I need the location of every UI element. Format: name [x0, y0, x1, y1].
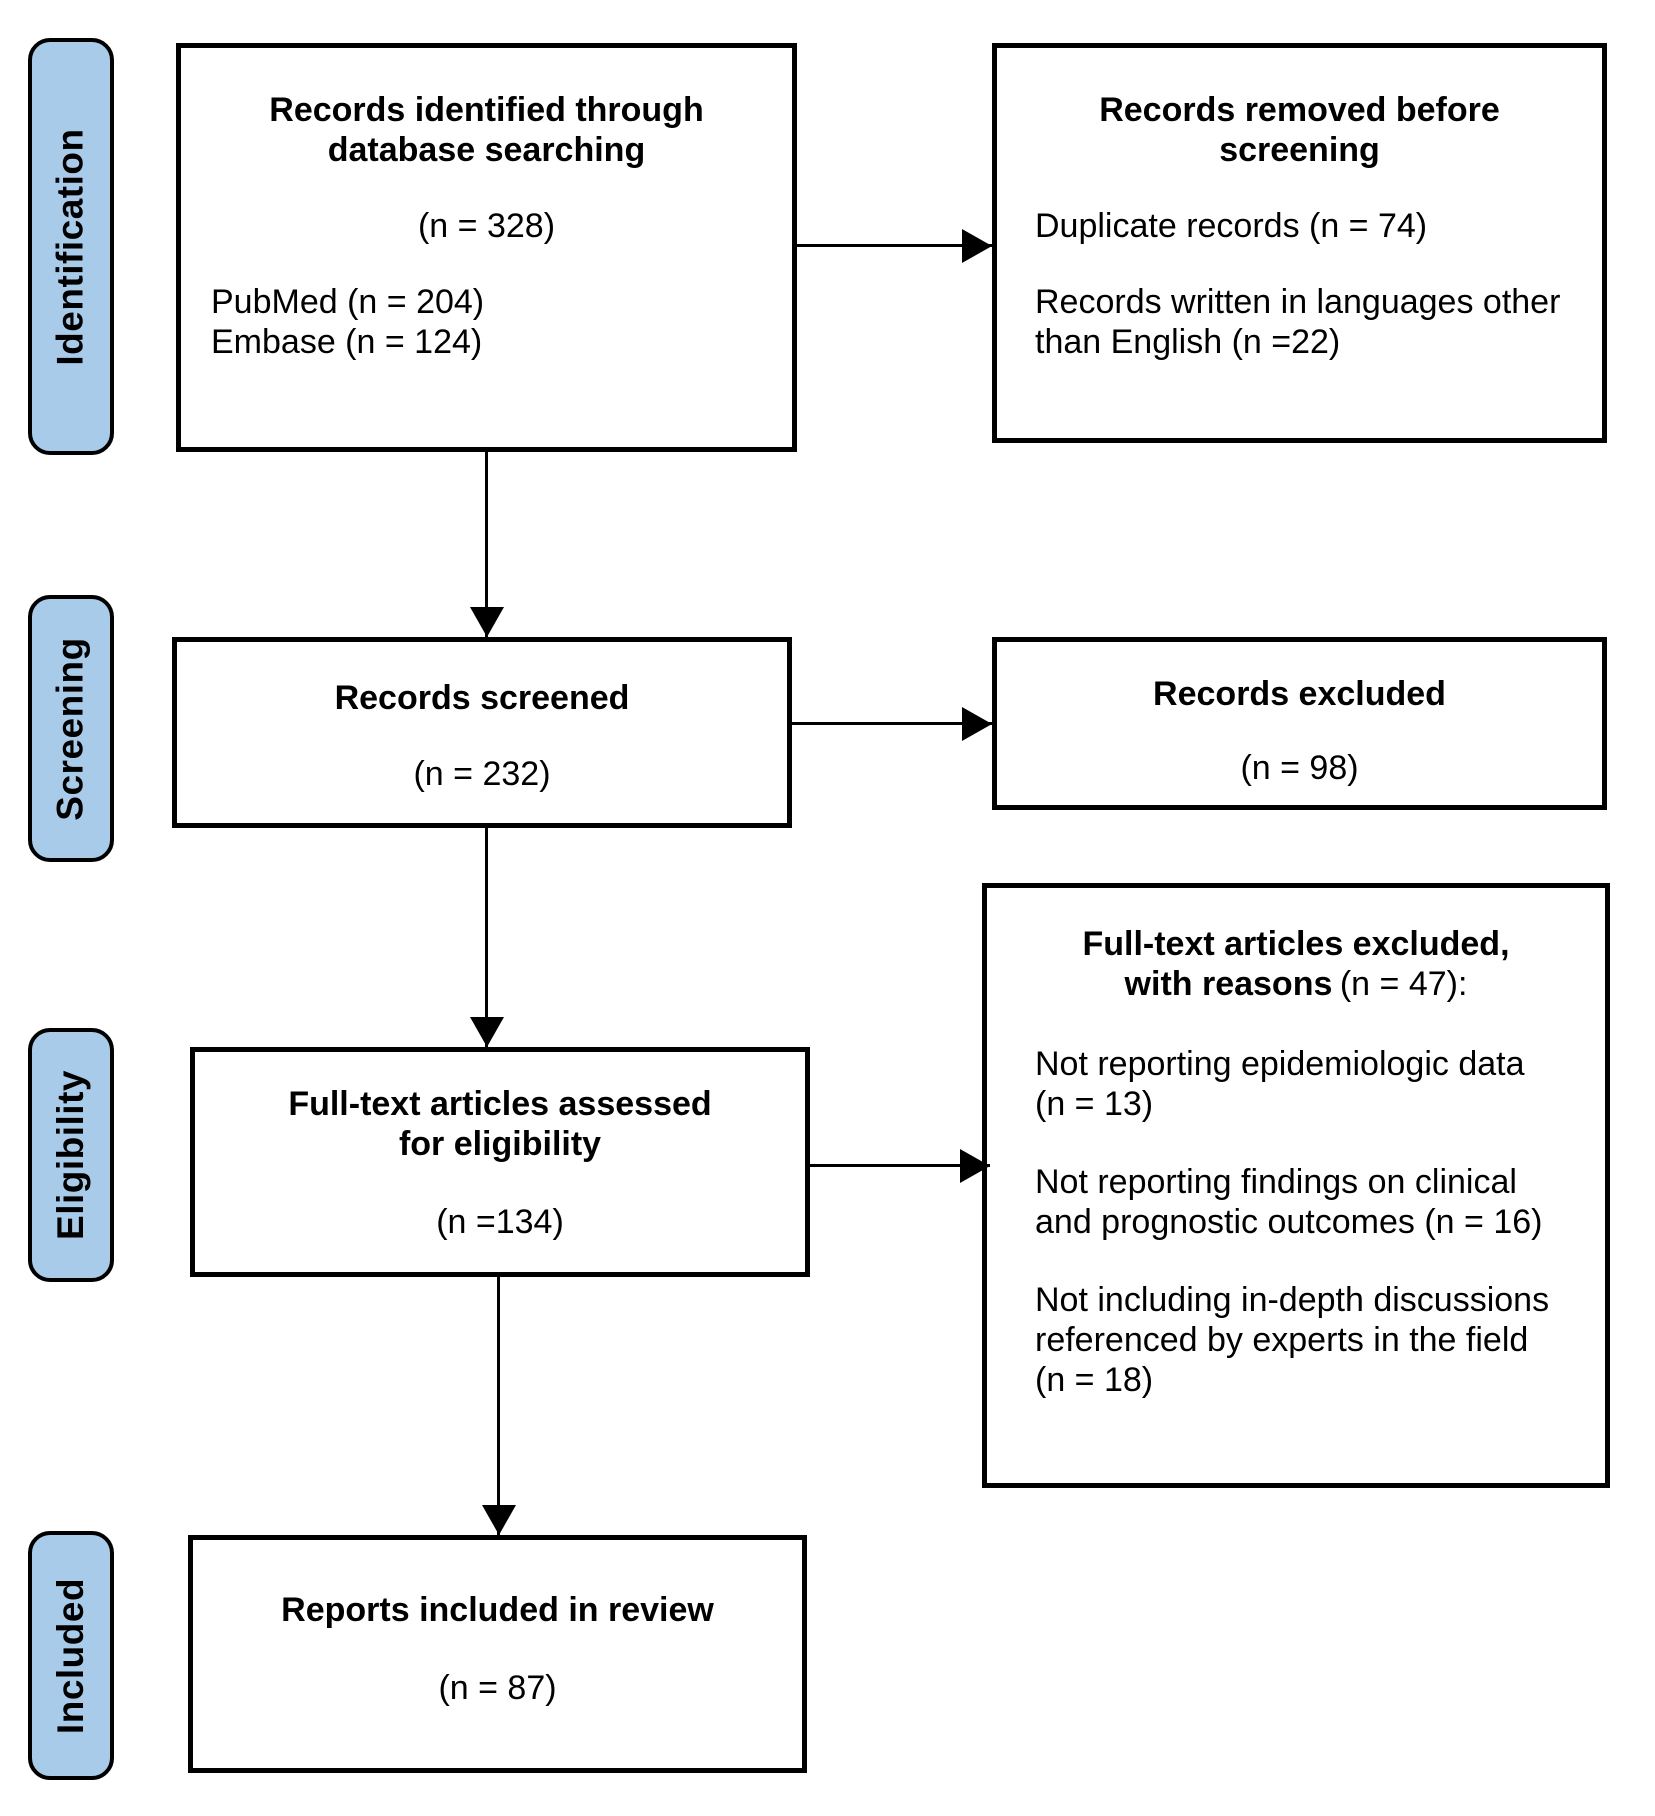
stage-label-included-text: Included — [50, 1577, 91, 1734]
fulltext-excluded-title-line2: with reasons(n = 47): — [1125, 964, 1468, 1004]
records-identified-title: Records identified through database sear… — [269, 91, 704, 169]
records-excluded-box: Records excluded (n = 98) — [992, 637, 1607, 810]
stage-label-identification-text: Identification — [50, 127, 92, 366]
arrow-right-icon — [797, 244, 992, 247]
stage-label-eligibility: Eligibility — [28, 1028, 114, 1282]
records-removed-box: Records removed before screening Duplica… — [992, 43, 1607, 443]
reports-included-count: (n = 87) — [438, 1669, 557, 1707]
removed-reason-language: Records written in languages other than … — [1035, 283, 1561, 361]
records-removed-title: Records removed before screening — [1099, 91, 1500, 169]
excluded-reason-indepth: Not including in-depth discussions refer… — [1035, 1281, 1550, 1399]
reports-included-title: Reports included in review — [281, 1591, 714, 1629]
excluded-reason-outcomes: Not reporting findings on clinical and p… — [1035, 1163, 1543, 1241]
fulltext-assessed-box: Full-text articles assessed for eligibil… — [190, 1047, 810, 1277]
stage-label-eligibility-text: Eligibility — [50, 1070, 91, 1240]
source-embase: Embase (n = 124) — [211, 323, 483, 361]
fulltext-excluded-title-bold2: with reasons — [1124, 965, 1333, 1003]
records-identified-box: Records identified through database sear… — [176, 43, 797, 452]
fulltext-excluded-title-bold1: Full-text articles excluded, — [1082, 925, 1510, 963]
fulltext-assessed-title: Full-text articles assessed for eligibil… — [288, 1085, 712, 1163]
records-screened-count: (n = 232) — [413, 755, 551, 793]
arrow-down-icon — [485, 828, 488, 1047]
reports-included-box: Reports included in review (n = 87) — [188, 1535, 807, 1773]
stage-label-identification: Identification — [28, 38, 114, 455]
arrow-down-icon — [497, 1277, 500, 1535]
records-screened-box: Records screened (n = 232) — [172, 637, 792, 828]
arrow-right-icon — [810, 1164, 990, 1167]
fulltext-assessed-count: (n =134) — [436, 1203, 564, 1241]
arrow-right-icon — [792, 722, 992, 725]
source-pubmed: PubMed (n = 204) — [211, 283, 485, 321]
fulltext-excluded-reasons: Not reporting epidemiologic data (n = 13… — [987, 1044, 1589, 1400]
records-excluded-count: (n = 98) — [1240, 749, 1359, 787]
stage-label-screening: Screening — [28, 595, 114, 862]
excluded-reason-epidemiologic: Not reporting epidemiologic data (n = 13… — [1035, 1045, 1525, 1123]
fulltext-excluded-title-line1: Full-text articles excluded, — [1082, 924, 1509, 964]
records-excluded-title: Records excluded — [1153, 675, 1446, 713]
stage-label-included: Included — [28, 1531, 114, 1780]
records-identified-sources: PubMed (n = 204) Embase (n = 124) — [181, 282, 484, 362]
arrow-down-icon — [485, 452, 488, 637]
records-screened-title: Records screened — [334, 679, 630, 717]
removed-reason-duplicates: Duplicate records (n = 74) — [1035, 207, 1428, 245]
fulltext-excluded-box: Full-text articles excluded, with reason… — [982, 883, 1610, 1488]
stage-label-screening-text: Screening — [50, 636, 91, 821]
fulltext-excluded-title-count: (n = 47): — [1339, 965, 1468, 1003]
records-identified-count: (n = 328) — [417, 207, 556, 245]
